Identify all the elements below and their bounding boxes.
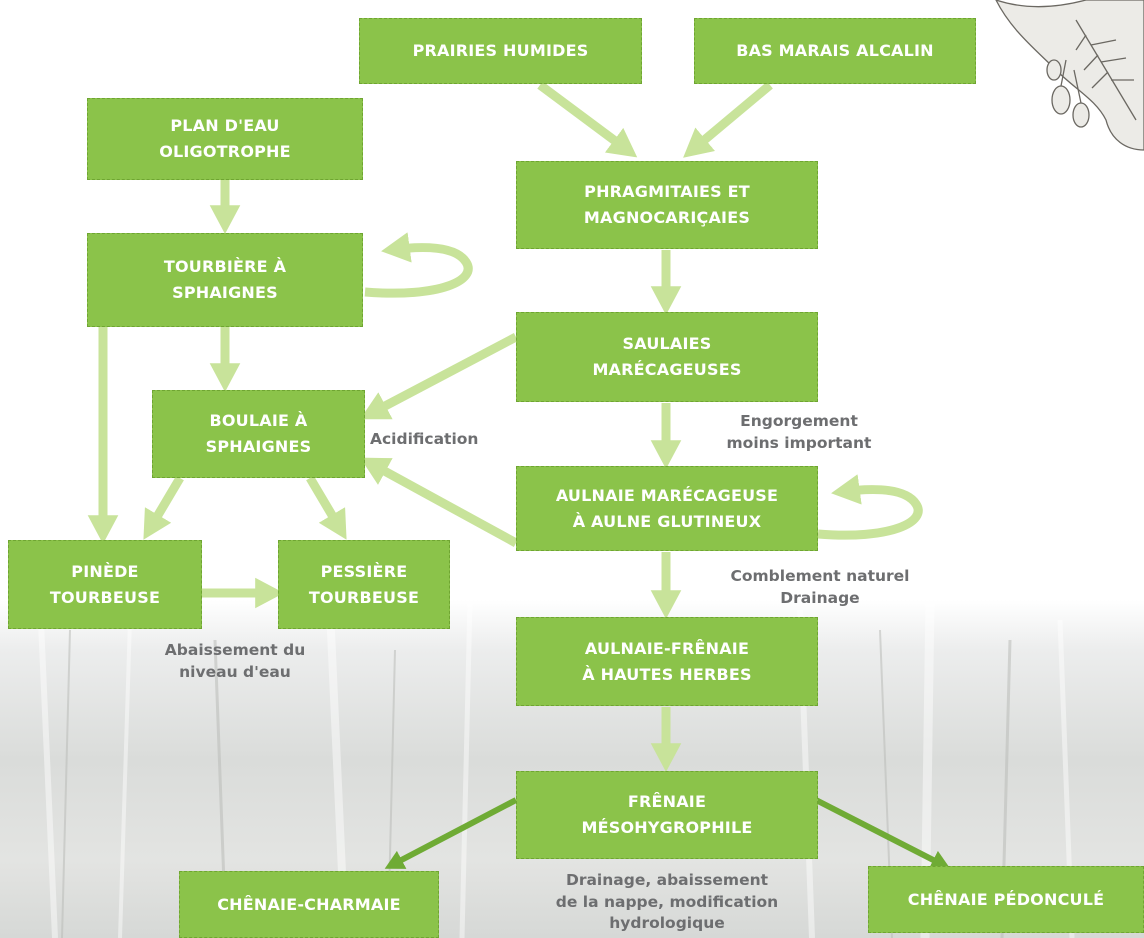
arrow-boulaie-to-pinede — [143, 475, 184, 540]
label-engorgement: Engorgement moins important — [726, 412, 872, 452]
node-frenaie-mesohygrophile: FRÊNAIE MÉSOHYGROPHILE — [516, 771, 818, 859]
node-pinede-tourbeuse: PINÈDE TOURBEUSE — [8, 540, 202, 629]
arrow-frenaie-to-pedoncule — [814, 797, 951, 870]
arrow-basmarais-to-phragmitaies — [683, 81, 773, 158]
node-pessiere-tourbeuse: PESSIÈRE TOURBEUSE — [278, 540, 450, 629]
node-phragmitaies: PHRAGMITAIES ET MAGNOCARIÇAIES — [516, 161, 818, 249]
node-prairies-humides: PRAIRIES HUMIDES — [359, 18, 642, 84]
arrow-aulnaie-to-boulaie — [360, 457, 519, 547]
node-aulnaie-frenaie: AULNAIE-FRÊNAIE À HAUTES HERBES — [516, 617, 818, 706]
label-abaissement: Abaissement du niveau d'eau — [164, 641, 306, 681]
arrow-prairies-to-phragmitaies — [537, 81, 638, 158]
node-tourbiere-a-sphaignes: TOURBIÈRE À SPHAIGNES — [87, 233, 363, 327]
label-drainage-nappe: Drainage, abaissement de la nappe, modif… — [555, 871, 779, 933]
loop-tourbiere — [364, 232, 473, 298]
arrow-frenaie-to-charmaie — [384, 797, 518, 869]
node-boulaie-a-sphaignes: BOULAIE À SPHAIGNES — [152, 390, 365, 478]
node-chenaie-charmaie: CHÊNAIE-CHARMAIE — [179, 871, 439, 938]
arrow-boulaie-to-pessiere — [306, 475, 347, 540]
label-comblement-drainage: Comblement naturel Drainage — [730, 567, 910, 607]
node-plan-deau-oligotrophe: PLAN D'EAU OLIGOTROPHE — [87, 98, 363, 180]
alder-leaf-icon — [995, 0, 1144, 151]
label-acidification: Acidification — [370, 430, 479, 448]
node-chenaie-pedoncule: CHÊNAIE PÉDONCULÉ — [868, 866, 1144, 933]
node-saulaies-marecageuses: SAULAIES MARÉCAGEUSES — [516, 312, 818, 402]
loop-aulnaie-marecageuse — [817, 474, 923, 540]
arrow-saulaies-to-boulaie — [360, 333, 519, 420]
node-aulnaie-marecageuse: AULNAIE MARÉCAGEUSE À AULNE GLUTINEUX — [516, 466, 818, 551]
node-bas-marais-alcalin: BAS MARAIS ALCALIN — [694, 18, 976, 84]
